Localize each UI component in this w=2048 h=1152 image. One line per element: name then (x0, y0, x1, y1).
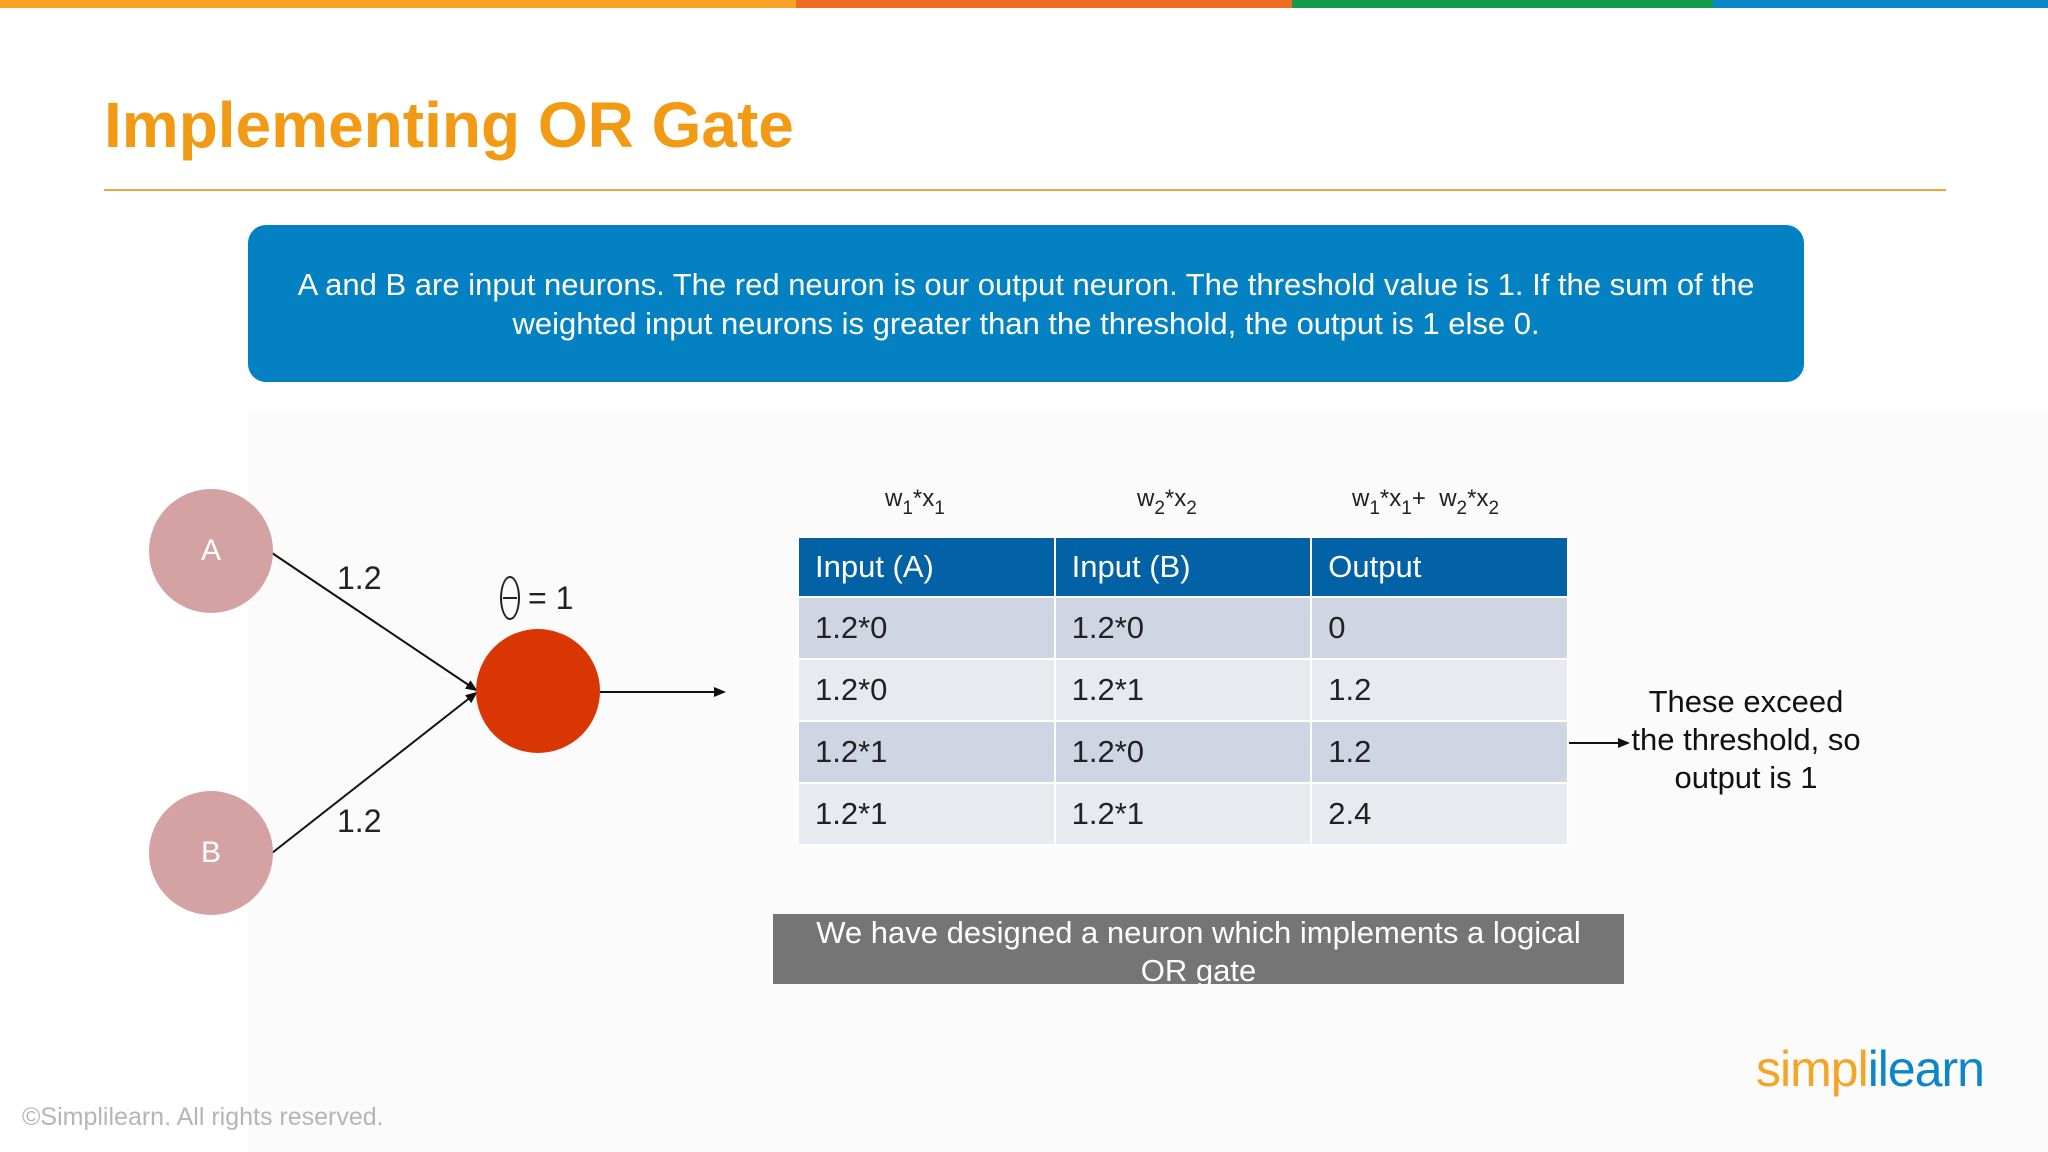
neuron-b-label: B (200, 836, 221, 869)
formula-subscript: 1 (1369, 498, 1380, 519)
threshold-label: = 1 (500, 576, 573, 620)
formula-col-b: w2*x2 (1137, 485, 1197, 520)
table-header-row: Input (A) Input (B) Output (797, 536, 1569, 598)
formula-col-output: w1*x1+ w2*x2 (1352, 485, 1499, 520)
table-cell: 0 (1310, 596, 1569, 660)
banner-line: weighted input neurons is greater than t… (512, 305, 1540, 341)
formula-subscript: 1 (1401, 498, 1412, 519)
input-neuron-b: B (149, 791, 273, 915)
weight-a-label: 1.2 (337, 560, 382, 596)
table-cell: 1.2*1 (1053, 658, 1313, 722)
note-line: the threshold, so (1631, 722, 1861, 757)
table-row: 1.2*1 1.2*1 2.4 (797, 782, 1569, 846)
threshold-note: These exceed the threshold, so output is… (1616, 683, 1876, 797)
note-line: These exceed (1648, 684, 1844, 719)
table-cell: 1.2 (1310, 658, 1569, 722)
formula-subscript: 1 (934, 498, 945, 519)
table-row: 1.2*0 1.2*1 1.2 (797, 658, 1569, 722)
formula-subscript: 1 (902, 498, 913, 519)
formula-col-a: w1*x1 (885, 485, 945, 520)
input-neuron-a: A (149, 489, 273, 613)
summary-line: We have designed a neuron which implemen… (816, 915, 1581, 950)
formula-subscript: 2 (1488, 498, 1500, 519)
title-divider (104, 189, 1946, 191)
truth-table: Input (A) Input (B) Output 1.2*0 1.2*0 0… (797, 536, 1569, 846)
edge-a-to-output (271, 552, 478, 692)
note-line: output is 1 (1674, 760, 1818, 795)
weight-b-label: 1.2 (337, 803, 382, 839)
table-row: 1.2*1 1.2*0 1.2 (797, 720, 1569, 784)
table-cell: 1.2*0 (1053, 720, 1313, 784)
logo-part: i (1867, 1041, 1879, 1097)
simplilearn-logo: simplilearn (1756, 1040, 1985, 1098)
table-cell: 1.2*0 (1053, 596, 1313, 660)
table-cell: 1.2*1 (797, 782, 1056, 846)
formula-symbol: w (1137, 485, 1155, 512)
formula-symbol: w (885, 485, 903, 512)
edge-b-to-output (271, 691, 478, 854)
logo-part: learn (1877, 1041, 1985, 1097)
top-bar-segment (1292, 0, 1713, 8)
top-bar-segment (796, 0, 1292, 8)
summary-box: We have designed a neuron which implemen… (773, 914, 1624, 984)
table-cell: 1.2*0 (797, 596, 1056, 660)
info-banner: A and B are input neurons. The red neuro… (248, 225, 1804, 382)
formula-subscript: 2 (1186, 498, 1197, 519)
banner-line: A and B are input neurons. The red neuro… (297, 266, 1755, 302)
formula-symbol: *x (912, 485, 935, 512)
top-color-bar (0, 0, 2048, 8)
top-bar-segment (1713, 0, 2048, 8)
column-header: Output (1310, 536, 1569, 598)
summary-line: OR gate (1140, 953, 1257, 984)
formula-symbol: w (1439, 485, 1457, 512)
logo-part: simpl (1756, 1041, 1869, 1097)
formula-symbol: *x (1467, 485, 1489, 512)
formula-symbol: w (1352, 485, 1370, 512)
formula-symbol: + (1411, 485, 1426, 512)
top-bar-segment (0, 0, 796, 8)
theta-icon (500, 576, 520, 620)
formula-subscript: 2 (1456, 498, 1468, 519)
formula-symbol: *x (1164, 485, 1187, 512)
copyright-text: ©Simplilearn. All rights reserved. (22, 1103, 384, 1131)
table-cell: 1.2 (1310, 720, 1569, 784)
column-header: Input (B) (1053, 536, 1313, 598)
output-neuron (476, 629, 600, 753)
table-cell: 1.2*1 (1053, 782, 1313, 846)
formula-subscript: 2 (1154, 498, 1165, 519)
table-cell: 2.4 (1310, 782, 1569, 846)
neuron-a-label: A (200, 534, 221, 567)
table-row: 1.2*0 1.2*0 0 (797, 596, 1569, 660)
threshold-value: = 1 (528, 579, 574, 616)
table-cell: 1.2*1 (797, 720, 1056, 784)
column-header: Input (A) (797, 536, 1056, 598)
slide-title: Implementing OR Gate (104, 89, 794, 161)
formula-symbol: *x (1379, 485, 1402, 512)
table-cell: 1.2*0 (797, 658, 1056, 722)
